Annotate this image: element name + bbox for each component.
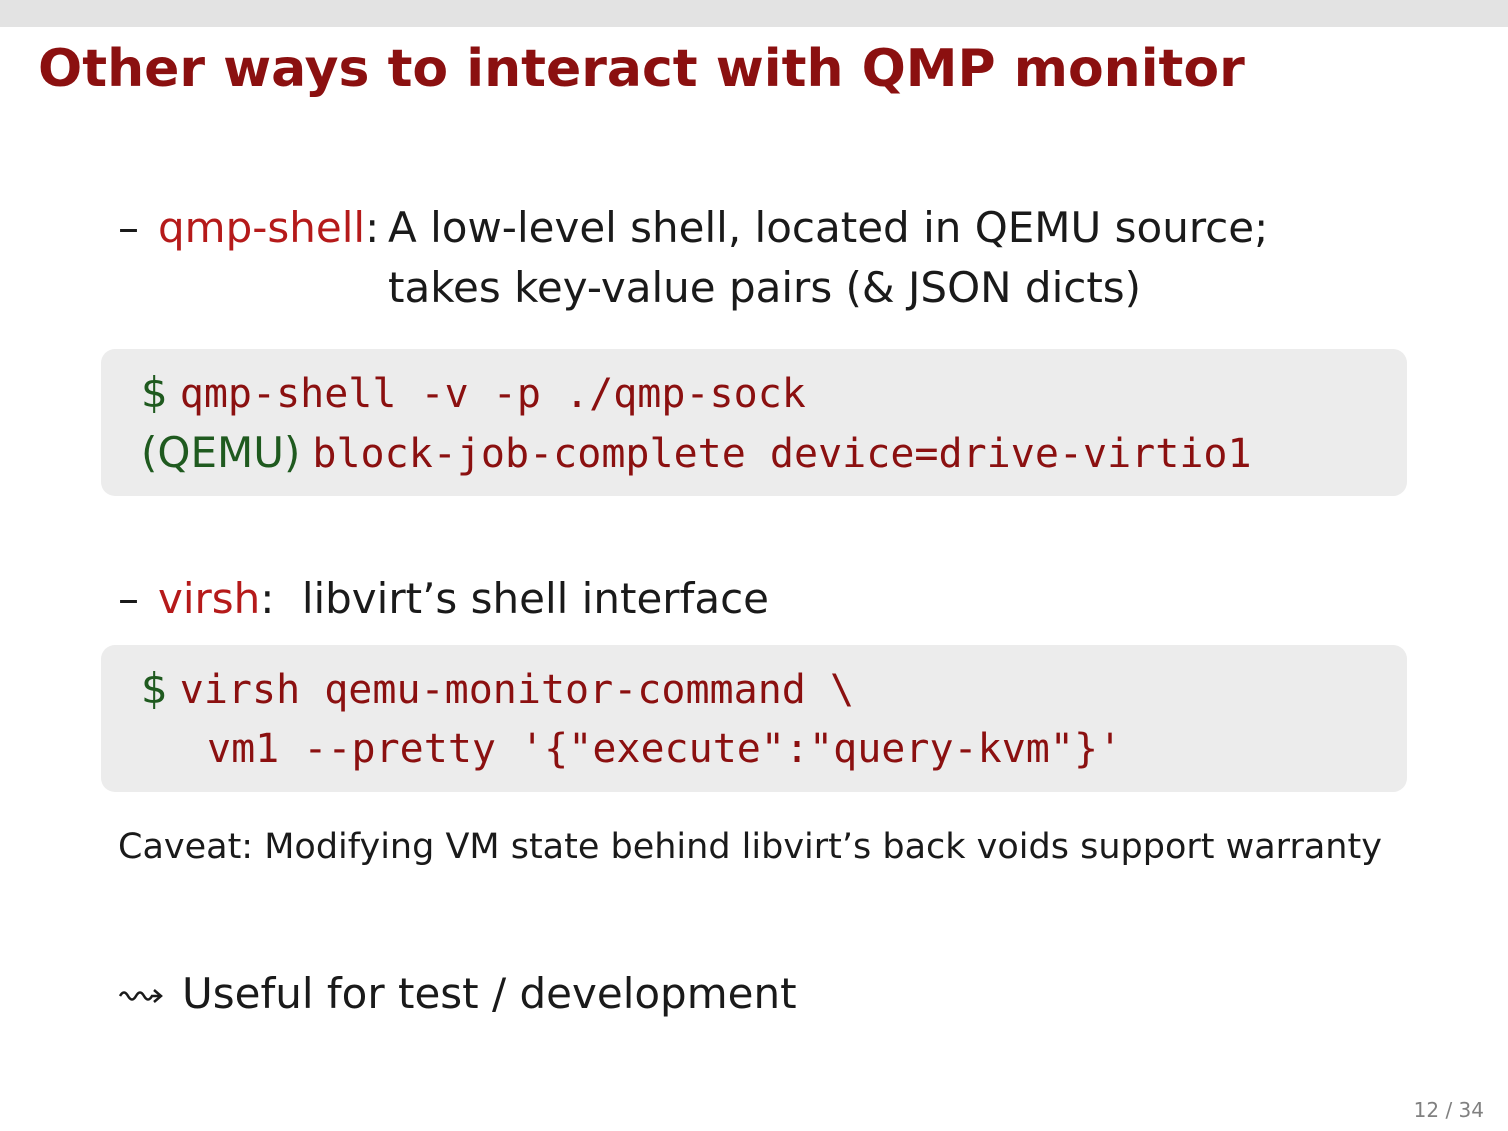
description-qmp-shell: A low-level shell, located in QEMU sourc…	[388, 198, 1268, 318]
shell-command: block-job-complete device=drive-virtio1	[312, 431, 1252, 477]
code-line: (QEMU)block-job-complete device=drive-vi…	[141, 423, 1252, 484]
item-separator: :	[365, 203, 380, 252]
code-block-qmp-shell: $qmp-shell -v -p ./qmp-sock (QEMU)block-…	[101, 349, 1407, 496]
description-line: takes key-value pairs (& JSON dicts)	[388, 263, 1142, 312]
list-item-qmp-shell: –qmp-shell:	[118, 200, 379, 256]
shell-prompt: $	[141, 368, 168, 417]
description-virsh: libvirt’s shell interface	[301, 574, 770, 623]
bullet-dash: –	[118, 574, 139, 623]
leads-to-squiggly-arrow-icon	[118, 966, 166, 1022]
caveat-note: Caveat: Modifying VM state behind libvir…	[118, 827, 1382, 867]
shell-command: virsh qemu-monitor-command \	[179, 667, 855, 713]
code-block-virsh: $virsh qemu-monitor-command \ vm1 --pret…	[101, 645, 1407, 792]
list-item-virsh: –virsh: libvirt’s shell interface	[118, 571, 769, 627]
shell-command: vm1 --pretty '{"execute":"query-kvm"}'	[207, 726, 1123, 772]
code-line-continuation: vm1 --pretty '{"execute":"query-kvm"}'	[207, 719, 1122, 779]
code-line: $qmp-shell -v -p ./qmp-sock	[141, 363, 806, 424]
conclusion-text: Useful for test / development	[182, 969, 797, 1018]
slide-title: Other ways to interact with QMP monitor	[38, 39, 1245, 99]
tool-name-virsh: virsh	[158, 574, 261, 623]
bullet-dash: –	[118, 203, 139, 252]
item-separator: :	[260, 574, 275, 623]
code-line: $virsh qemu-monitor-command \	[141, 659, 854, 720]
shell-prompt: $	[141, 664, 168, 713]
description-line: A low-level shell, located in QEMU sourc…	[388, 203, 1269, 252]
page-number: 12 / 34	[1413, 1098, 1484, 1122]
tool-name-qmp-shell: qmp-shell	[158, 203, 366, 252]
shell-command: qmp-shell -v -p ./qmp-sock	[179, 371, 806, 417]
top-bar	[0, 0, 1508, 27]
conclusion: Useful for test / development	[118, 966, 797, 1022]
qemu-prompt: (QEMU)	[141, 428, 301, 477]
